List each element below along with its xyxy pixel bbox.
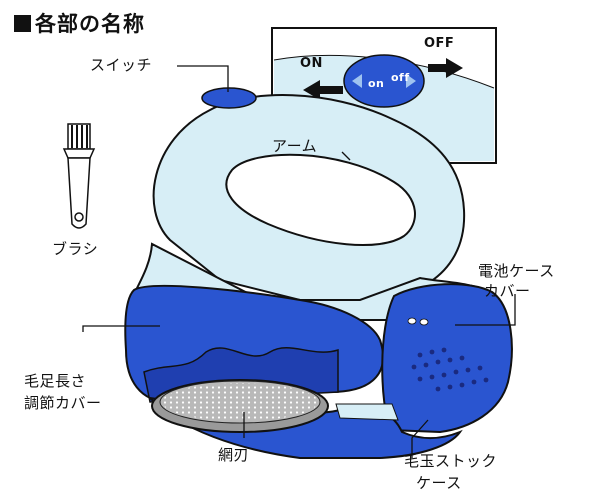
label-lint-case-1: 毛玉ストック	[404, 452, 498, 470]
device-body	[124, 87, 513, 459]
indicator-light-icon	[407, 317, 417, 325]
switch-closeup-icon	[343, 54, 425, 108]
arm-hole	[225, 153, 416, 247]
label-arm: アーム	[272, 137, 318, 155]
off-label: OFF	[424, 36, 455, 51]
label-mesh-blade: 網刃	[218, 446, 250, 464]
label-switch: スイッチ	[90, 56, 153, 74]
page-title: 各部の名称	[14, 8, 145, 38]
label-pile-cover-1: 毛足長さ	[24, 372, 87, 390]
label-battery-cover-2: カバー	[484, 282, 531, 300]
title-text: 各部の名称	[35, 12, 145, 36]
mesh-blade-icon	[151, 379, 329, 433]
on-label: ON	[300, 56, 323, 71]
battery-cover	[381, 283, 513, 434]
brush-icon	[62, 123, 96, 229]
label-lint-case-2: ケース	[416, 474, 462, 492]
leader-lines	[82, 65, 516, 458]
switch	[201, 87, 257, 109]
switch-off-text: off	[391, 71, 410, 84]
label-battery-cover-1: 電池ケース	[478, 262, 555, 280]
label-brush: ブラシ	[52, 240, 99, 258]
off-arrow-icon	[428, 58, 463, 78]
on-arrow-icon	[303, 80, 343, 100]
title-square-icon	[14, 15, 31, 32]
indicator-light-icon	[419, 318, 429, 326]
label-pile-cover-2: 調節カバー	[24, 394, 102, 412]
vent-holes	[411, 347, 489, 392]
switch-on-text: on	[368, 77, 385, 90]
